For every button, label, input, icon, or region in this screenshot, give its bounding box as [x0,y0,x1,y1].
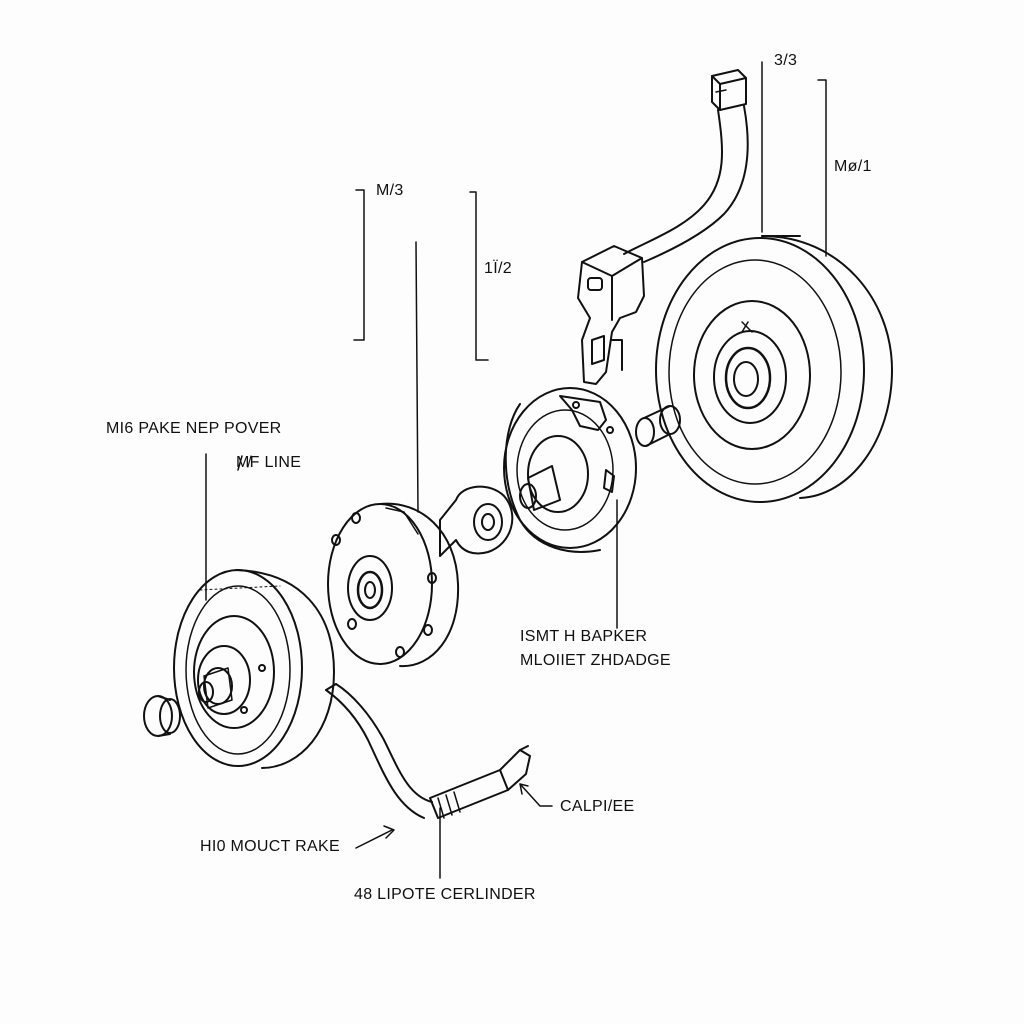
slash-mark [237,455,243,471]
label-m-3: M/3 [376,182,404,199]
flange-plate [327,502,460,668]
sensor-cable [623,105,749,263]
wheel-cylinder [429,745,531,819]
connector-block [711,69,747,111]
brake-rotor-large [655,235,893,503]
label-m-0-1: Mø/1 [834,158,872,175]
backing-plate [503,387,637,553]
label-1-2: 1Ï/2 [484,260,512,277]
brake-hose [325,683,433,819]
brake-drum-left [173,569,335,769]
stud-nut [635,405,681,447]
label-3-3: 3/3 [774,52,798,69]
leader-lines [205,61,827,879]
dust-cap [143,695,181,737]
abs-sensor-housing [577,245,645,385]
brake-clip [439,485,514,557]
label-calpi-ee: CALPI/EE [560,798,635,815]
label-lipote-cerlinder: 48 LIPOTE CERLINDER [354,886,536,903]
label-mf-line: M̸F LINE [236,454,302,471]
label-ismt-bapker: ISMT H BAPKER [520,628,648,645]
label-m16-pake-nep-pover: MI6 PAKE NEP POVER [106,420,282,437]
label-hio-mouct-rake: HI0 MOUCT RAKE [200,838,340,855]
label-mloiet-zhdadge: MLOIIET ZHDADGE [520,652,671,669]
